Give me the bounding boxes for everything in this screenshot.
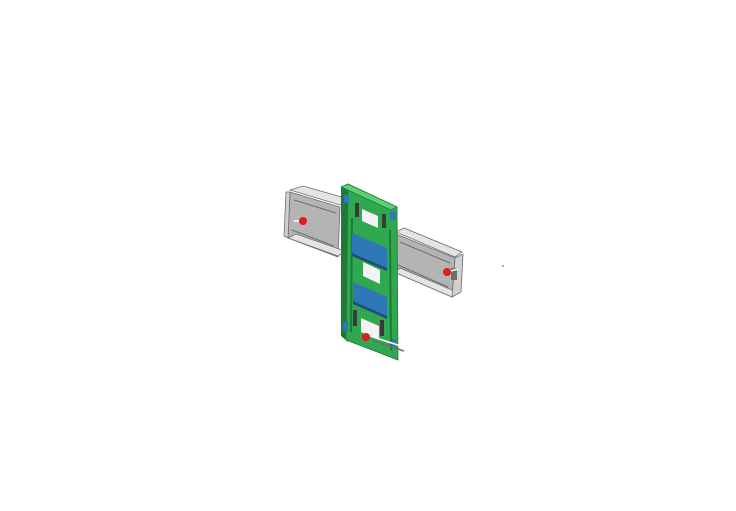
board-cutout-middle [363, 262, 380, 284]
lower-chip-shade [353, 301, 387, 319]
board-slot [380, 320, 384, 336]
right-rail-end-slot [451, 268, 457, 280]
left-rail-bracket[interactable] [283, 185, 354, 258]
lower-chip-body [353, 282, 387, 316]
hotspot-right-rail[interactable] [443, 268, 451, 276]
right-rail-top [395, 227, 463, 258]
board-top-bevel [340, 183, 398, 211]
board-trace [350, 217, 353, 333]
board-trace [389, 229, 392, 351]
right-rail-end [451, 253, 464, 298]
left-rail-groove [291, 229, 335, 247]
hotspot-board-bottom[interactable] [362, 333, 370, 341]
board-cutout-top [362, 209, 378, 228]
right-rail-groove [397, 264, 449, 288]
upper-chip-body [352, 233, 387, 268]
board-pad [343, 322, 348, 331]
hotspot-board-bottom-group[interactable] [362, 333, 370, 341]
upper-chip-shade [352, 253, 387, 271]
board-pad [390, 212, 396, 220]
board-cutout-bottom [361, 318, 379, 340]
left-rail-end [283, 191, 291, 239]
mounting-board[interactable] [340, 183, 405, 361]
hotspot-left-rail-group[interactable] [294, 217, 307, 225]
lower-chip [353, 282, 387, 319]
hotspot-left-rail[interactable] [299, 217, 307, 225]
right-rail-groove [399, 241, 451, 264]
board-pad [344, 195, 349, 203]
hotspot-right-rail-group[interactable] [443, 268, 459, 276]
board-pin [369, 335, 405, 348]
stray-mark [502, 265, 504, 267]
board-pin [371, 339, 405, 352]
board-slot [382, 214, 386, 228]
right-rail-bracket[interactable] [393, 227, 464, 298]
upper-chip [352, 233, 387, 271]
board-slot [353, 310, 357, 326]
board-slot [355, 203, 359, 217]
left-rail-groove [293, 199, 337, 214]
